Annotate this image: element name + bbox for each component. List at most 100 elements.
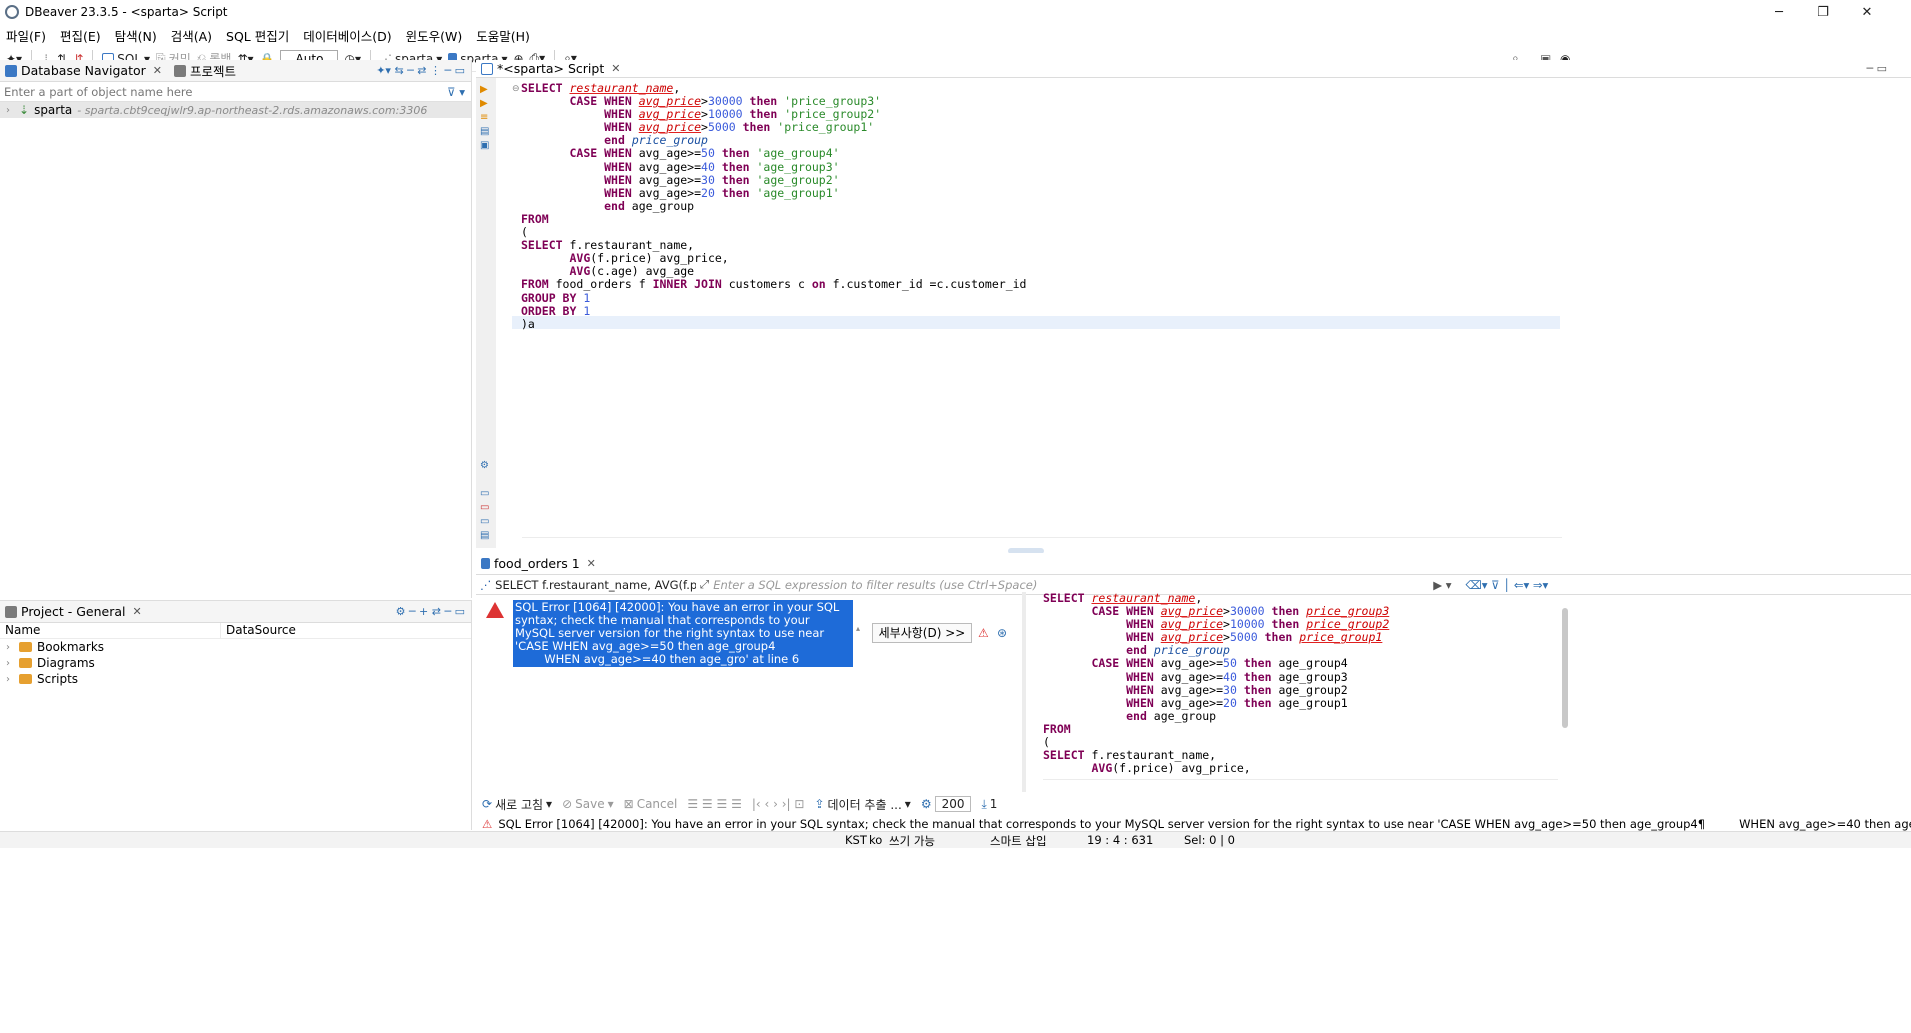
- menu-navigate[interactable]: 탐색(N): [114, 28, 157, 44]
- explain-plan-icon[interactable]: ▤: [480, 126, 490, 137]
- folder-icon: [19, 658, 32, 668]
- settings-gear-icon[interactable]: ⚙: [480, 460, 489, 471]
- close-button[interactable]: ✕: [1861, 4, 1873, 20]
- editor-tab-strip: *<sparta> Script✕ ─ ▭: [476, 60, 1911, 78]
- row-count-icon: ⤓: [981, 796, 987, 811]
- outline-icon[interactable]: ▤: [480, 530, 490, 541]
- chevron-right-icon[interactable]: ›: [6, 673, 10, 685]
- project-columns-header: Name DataSource: [0, 623, 471, 639]
- execute-in-new-tab-icon[interactable]: ▶: [480, 98, 488, 109]
- tab-food-orders-1[interactable]: food_orders 1✕: [481, 556, 596, 571]
- global-search-icon[interactable]: ⌕: [1512, 51, 1519, 65]
- edit-row-icons[interactable]: ☰ ☰ ☰ ☰: [687, 797, 742, 811]
- sql-preview: SELECT restaurant_name, CASE WHEN avg_pr…: [1043, 591, 1390, 776]
- console-icon[interactable]: ▣: [480, 140, 490, 151]
- menu-search[interactable]: 검색(A): [170, 28, 213, 44]
- error-help-icon[interactable]: ⊛: [997, 626, 1008, 640]
- details-button[interactable]: 세부사항(D) >>: [872, 623, 972, 643]
- navigator-filter-input[interactable]: Enter a part of object name here: [4, 84, 193, 99]
- warning-icon: ⚠: [482, 817, 493, 831]
- close-icon[interactable]: ✕: [611, 62, 621, 75]
- column-datasource[interactable]: DataSource: [220, 623, 370, 638]
- close-icon[interactable]: ✕: [586, 557, 596, 570]
- project-icon: [5, 605, 17, 618]
- sql-script-icon: [481, 62, 493, 75]
- tab-project-general[interactable]: Project - General✕: [5, 604, 142, 619]
- title-bar: DBeaver 23.3.5 - <sparta> Script ─ ❐ ✕: [0, 0, 1911, 24]
- filter-icon[interactable]: ⊽ ▾: [447, 84, 465, 99]
- fold-marker-icon[interactable]: ⊖: [512, 84, 520, 94]
- project-panel: Project - General✕ ⚙ ─ + ⇄ ─ ▭ Name Data…: [0, 600, 472, 830]
- menu-edit[interactable]: 편집(E): [59, 28, 101, 44]
- apply-filter-icon[interactable]: ▶ ▾: [1433, 577, 1452, 592]
- filter-actions-icon[interactable]: ⌫▾ ⊽ │ ⇐▾ ⇒▾: [1465, 577, 1549, 592]
- connection-tree-item[interactable]: › ⇣ sparta - sparta.cbt9ceqjwlr9.ap-nort…: [0, 102, 471, 118]
- chevron-right-icon[interactable]: ›: [6, 657, 10, 669]
- editor-view-actions[interactable]: ─ ▭: [1866, 62, 1887, 75]
- status-message-tail: WHEN avg_age>=40 then age_gro: [1739, 817, 1911, 831]
- minimize-button[interactable]: ─: [1775, 4, 1783, 20]
- new-script-icon[interactable]: ▭: [480, 488, 490, 499]
- tab-database-navigator[interactable]: Database Navigator✕: [5, 63, 162, 78]
- connect-icon[interactable]: ⇣: [41, 51, 52, 66]
- fetch-size-control[interactable]: ⚙ 200: [921, 796, 972, 812]
- reconnect-icon[interactable]: ⇅: [57, 51, 68, 66]
- menu-sql-editor[interactable]: SQL 편집기: [226, 28, 290, 44]
- gear-icon: ⚙: [920, 797, 932, 811]
- project-item-bookmarks[interactable]: ›Bookmarks: [6, 640, 105, 654]
- database-navigator-icon: [5, 64, 17, 77]
- status-message-bar: ⚠ SQL Error [1064] [42000]: You have an …: [476, 816, 1911, 832]
- project-view-actions[interactable]: ⚙ ─ + ⇄ ─ ▭: [395, 605, 465, 618]
- tab-sparta-script[interactable]: *<sparta> Script✕: [481, 61, 620, 76]
- close-icon[interactable]: ✕: [132, 605, 142, 618]
- save-button[interactable]: ⊘ Save ▾: [562, 797, 614, 811]
- dbeaver-perspective-icon[interactable]: ◉: [1560, 51, 1571, 66]
- results-splitter[interactable]: [1022, 592, 1026, 792]
- results-filter-bar: ⋰ SELECT f.restaurant_name, AVG(f.price)…: [476, 575, 1911, 595]
- timezone: KST: [845, 833, 867, 847]
- export-data-button[interactable]: ⇪ 데이터 추출 ... ▾: [814, 797, 911, 812]
- project-item-scripts[interactable]: ›Scripts: [6, 672, 79, 686]
- sql-editor[interactable]: ▶ ▶ ≡ ▤ ▣ ⚙ ▭ ▭ ▭ ▤: [476, 78, 1911, 548]
- globe-icon[interactable]: ⊕: [513, 51, 524, 66]
- expand-icon[interactable]: ⤢: [700, 577, 710, 591]
- menu-window[interactable]: 윈도우(W): [405, 28, 463, 44]
- column-name[interactable]: Name: [5, 623, 41, 637]
- query-summary[interactable]: ⋰ SELECT f.restaurant_name, AVG(f.price)…: [480, 577, 696, 592]
- preview-horizontal-scrollbar[interactable]: [1043, 779, 1558, 789]
- editor-horizontal-scrollbar[interactable]: [522, 537, 1562, 547]
- fetch-size-input[interactable]: 200: [934, 796, 972, 812]
- page-navigation-icons[interactable]: |‹ ‹ › ›| ⊡: [751, 797, 805, 811]
- execute-script-icon[interactable]: ≡: [480, 112, 489, 123]
- tab-projects[interactable]: 프로젝트: [174, 61, 236, 80]
- cancel-button[interactable]: ⊠ Cancel: [623, 797, 678, 811]
- delete-script-icon[interactable]: ▭: [480, 502, 490, 513]
- error-log-icon[interactable]: ⚠: [978, 626, 989, 640]
- menu-help[interactable]: 도움말(H): [476, 28, 530, 44]
- close-icon[interactable]: ✕: [152, 64, 162, 77]
- chevron-right-icon[interactable]: ›: [6, 641, 10, 653]
- toolbar-separator: [554, 49, 556, 68]
- chevron-right-icon[interactable]: ›: [6, 104, 10, 116]
- menu-database[interactable]: 데이터베이스(D): [303, 28, 392, 44]
- navigator-filter[interactable]: Enter a part of object name here ⊽ ▾: [0, 82, 471, 102]
- navigator-view-actions[interactable]: ✦▾ ⇆ ─ ⇄ ⋮ ─ ▭: [376, 64, 465, 77]
- disconnect-icon[interactable]: ⇵: [73, 51, 84, 66]
- execute-statement-icon[interactable]: ▶: [480, 84, 488, 95]
- results-filter-input[interactable]: Enter a SQL expression to filter results…: [713, 577, 1038, 592]
- error-scrollbar[interactable]: ▴: [855, 624, 860, 633]
- splitter-handle[interactable]: [1008, 548, 1044, 554]
- project-item-diagrams[interactable]: ›Diagrams: [6, 656, 95, 670]
- database-navigator-panel: Database Navigator✕ 프로젝트 ✦▾ ⇆ ─ ⇄ ⋮ ─ ▭ …: [0, 60, 472, 598]
- sql-icon: ⋰: [480, 577, 492, 592]
- restore-button[interactable]: ❐: [1817, 4, 1829, 20]
- preview-scrollbar[interactable]: [1562, 608, 1568, 728]
- error-message[interactable]: SQL Error [1064] [42000]: You have an er…: [513, 600, 853, 667]
- menu-file[interactable]: 파일(F): [6, 28, 46, 44]
- save-script-icon[interactable]: ▭: [480, 516, 490, 527]
- insert-mode: 스마트 삽입: [990, 834, 1047, 848]
- perspective-icon[interactable]: ▣: [1540, 51, 1552, 66]
- refresh-button[interactable]: ⟳ 새로 고침 ▾: [482, 797, 553, 812]
- sql-code[interactable]: SELECT restaurant_name, CASE WHEN avg_pr…: [521, 81, 1027, 331]
- row-count[interactable]: ⤓ 1: [981, 796, 998, 812]
